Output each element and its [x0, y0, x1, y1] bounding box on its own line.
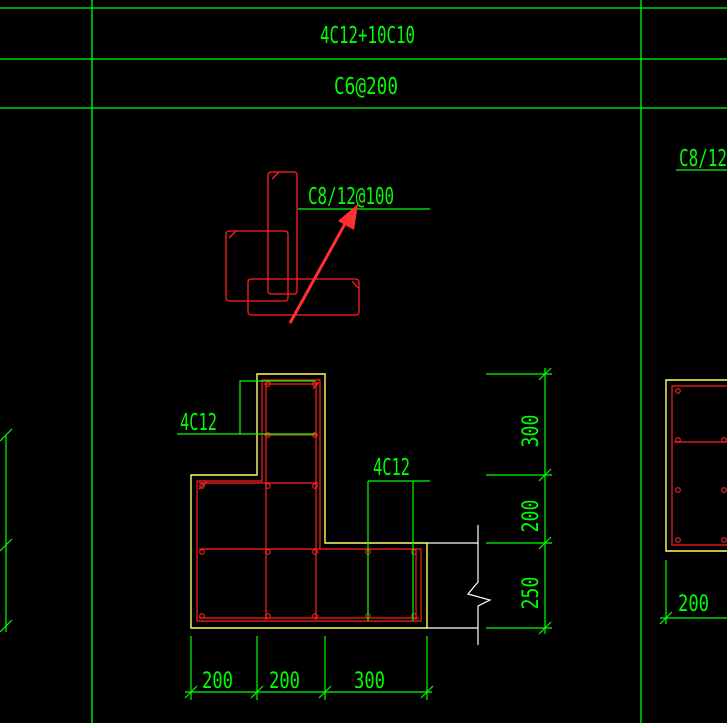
rebar-bar	[312, 381, 318, 387]
rebar-bar	[312, 483, 318, 489]
horizontal-dim-200-b: 200	[269, 669, 300, 694]
header-rebar-text: 4C12+10C10	[320, 23, 415, 49]
stirrup-detail	[225, 171, 360, 316]
horizontal-dim-200-a: 200	[202, 669, 233, 694]
right-rebar-label: 4C12	[373, 455, 410, 481]
break-line	[427, 525, 492, 645]
rebar-bars	[199, 381, 417, 619]
rebar-leaders	[177, 380, 430, 621]
rebar-bar	[312, 432, 318, 438]
left-rebar-label: 4C12	[180, 410, 217, 436]
rebar-bar	[312, 549, 318, 555]
vertical-dim-250: 250	[519, 577, 544, 610]
rebar-bar	[199, 549, 205, 555]
rebar-bar	[265, 613, 271, 619]
rebar-bar	[411, 613, 417, 619]
vertical-dimension-chain	[486, 367, 552, 635]
rebar-bar	[265, 549, 271, 555]
rebar-bar	[199, 613, 205, 619]
stirrup-left-hoop	[225, 230, 289, 302]
section-outline	[190, 373, 428, 629]
rebar-bar	[312, 613, 318, 619]
stirrup-bottom-hoop	[247, 278, 360, 316]
left-dimension-fragment	[0, 428, 13, 633]
rebar-cage	[196, 379, 422, 622]
vertical-dim-200: 200	[519, 500, 544, 533]
rebar-bar	[199, 483, 205, 489]
pointer-arrow	[288, 204, 358, 324]
header-stirrup-text: C6@200	[334, 74, 398, 100]
right-column-dimension	[659, 560, 727, 625]
horizontal-dimension-chain	[184, 636, 434, 700]
stirrup-label: C8/12@100	[308, 184, 394, 210]
rebar-bar	[265, 381, 271, 387]
rebar-bar	[265, 432, 271, 438]
horizontal-dim-300: 300	[354, 669, 385, 694]
stirrup-vertical-hoop	[267, 171, 298, 295]
right-column-label: C8/12	[679, 146, 727, 172]
right-column-section	[665, 379, 727, 552]
rebar-bar	[411, 549, 417, 555]
right-column-dim-200: 200	[678, 592, 709, 617]
rebar-bar	[265, 483, 271, 489]
rebar-outer-hoop	[196, 379, 422, 622]
vertical-dim-300: 300	[519, 415, 544, 448]
